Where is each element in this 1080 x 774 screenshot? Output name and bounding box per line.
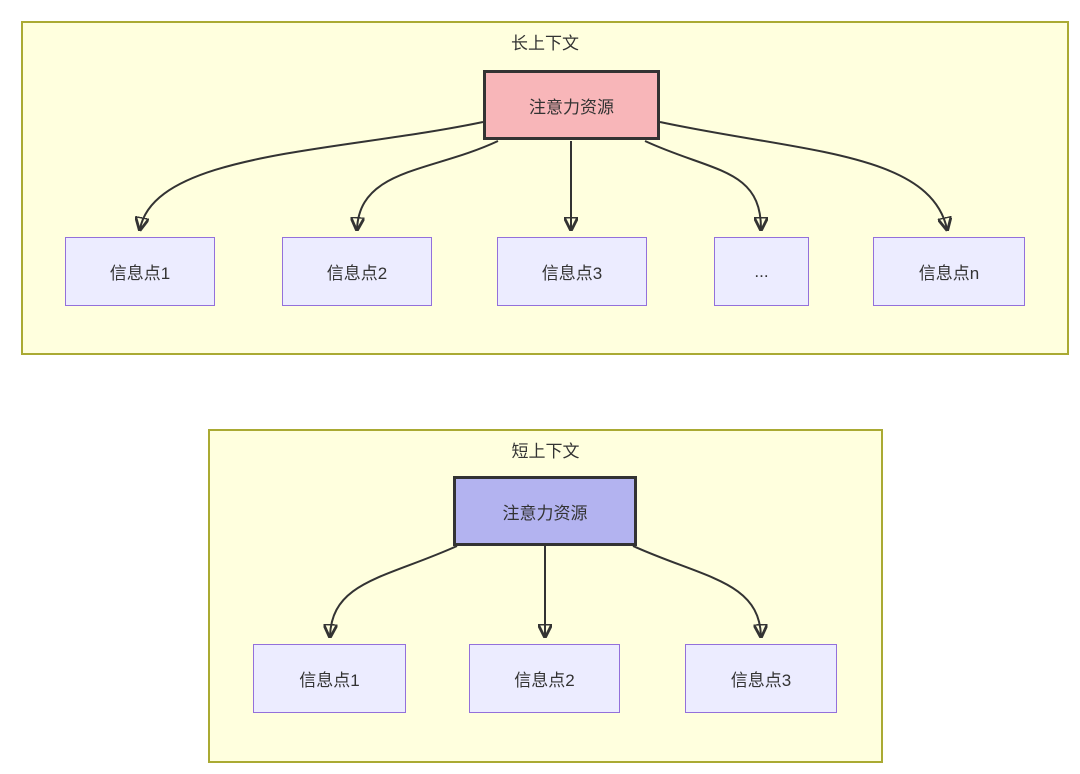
short-context-title: 短上下文 bbox=[511, 442, 580, 461]
info-node-short-3: 信息点3 bbox=[685, 644, 837, 713]
long-context-title: 长上下文 bbox=[511, 34, 579, 53]
info-node-long-1: 信息点1 bbox=[65, 237, 215, 306]
attention-resource-box-short: 注意力资源 bbox=[453, 476, 637, 546]
info-node-short-2: 信息点2 bbox=[469, 644, 620, 713]
info-node-long-ellipsis: ... bbox=[714, 237, 809, 306]
attention-resource-box-long: 注意力资源 bbox=[483, 70, 660, 140]
info-node-long-n: 信息点n bbox=[873, 237, 1025, 306]
info-node-long-2: 信息点2 bbox=[282, 237, 432, 306]
info-node-short-1: 信息点1 bbox=[253, 644, 406, 713]
info-node-long-3: 信息点3 bbox=[497, 237, 647, 306]
